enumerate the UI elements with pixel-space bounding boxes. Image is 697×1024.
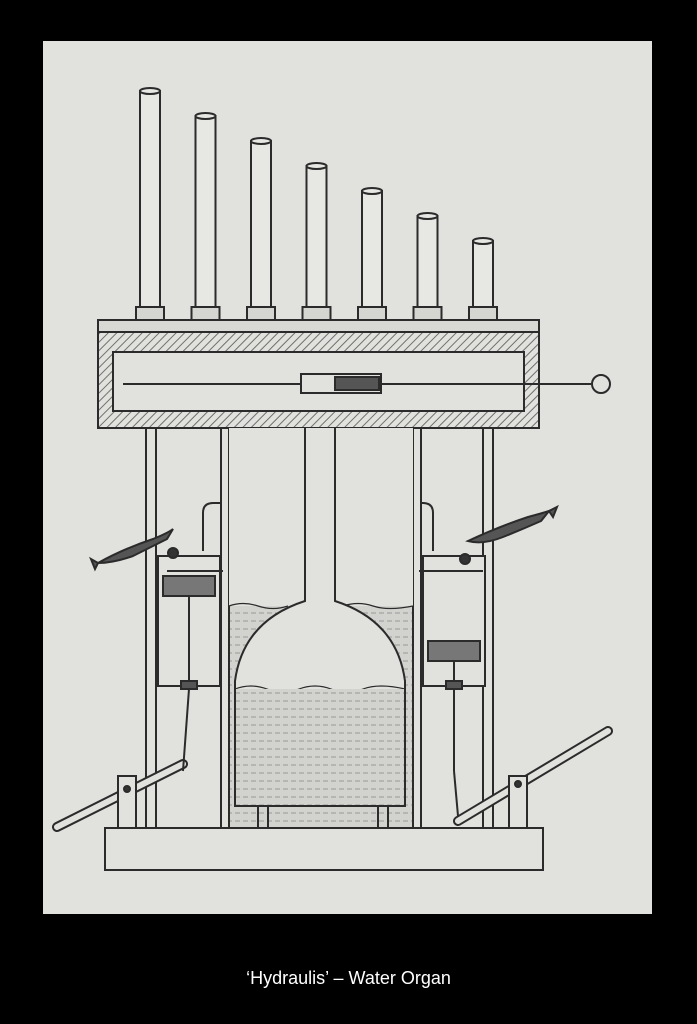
slide-caption: ‘Hydraulis’ – Water Organ	[246, 968, 451, 988]
right-pump-cylinder	[419, 553, 486, 771]
left-lever	[52, 688, 190, 832]
pnigeus-bell	[234, 428, 406, 828]
right-lever	[453, 726, 613, 829]
hydraulis-diagram	[43, 41, 652, 914]
right-dolphin	[465, 504, 559, 544]
left-dolphin	[89, 528, 174, 572]
base-platform	[104, 827, 544, 871]
left-pump-cylinder	[157, 547, 223, 690]
slider-rod	[123, 373, 611, 394]
